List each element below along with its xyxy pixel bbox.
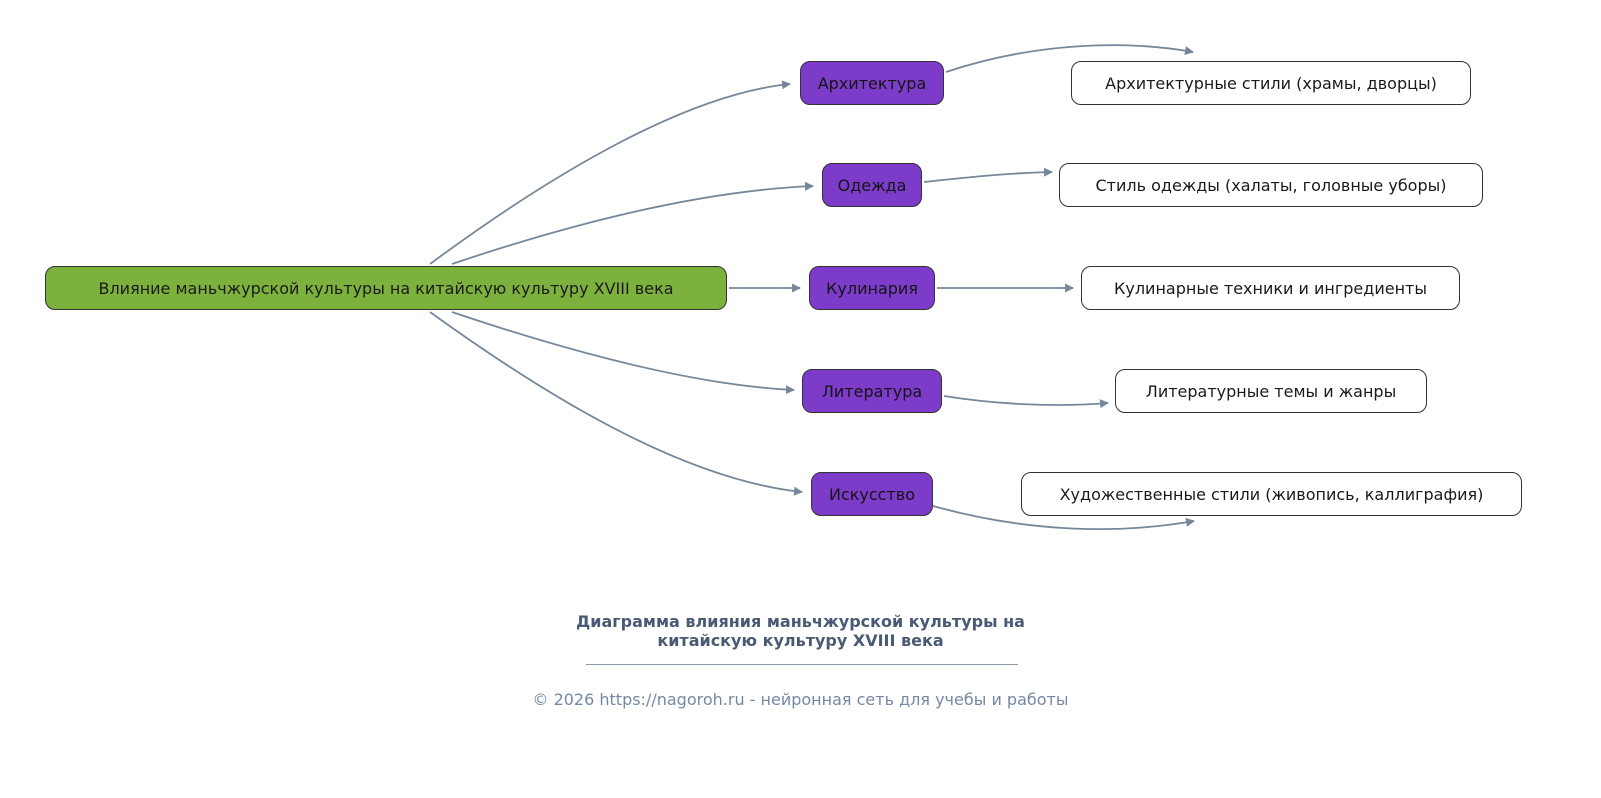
branch-node-label: Искусство	[828, 484, 916, 504]
branch-node-label: Кулинария	[826, 278, 918, 298]
edge-root-literature	[451, 311, 795, 395]
branch-node-architecture: Архитектура	[800, 61, 944, 105]
diagram-caption-title: Диаграмма влияния маньчжурской культуры …	[0, 612, 1601, 650]
detail-node-label: Литературные темы и жанры	[1145, 381, 1397, 401]
detail-node-architecture: Архитектурные стили (храмы, дворцы)	[1071, 61, 1471, 105]
branch-node-label: Литература	[821, 381, 923, 401]
root-node-label: Влияние маньчжурской культуры на китайск…	[98, 278, 674, 298]
detail-node-label: Архитектурные стили (храмы, дворцы)	[1105, 73, 1437, 93]
edge-root-architecture	[429, 80, 791, 265]
edge-root-art	[429, 311, 803, 496]
diagram-footer: © 2026 https://nagoroh.ru - нейронная се…	[0, 690, 1601, 709]
branch-node-label: Архитектура	[817, 73, 927, 93]
detail-node-clothing: Стиль одежды (халаты, головные уборы)	[1059, 163, 1483, 207]
detail-node-cuisine: Кулинарные техники и ингредиенты	[1081, 266, 1460, 310]
branch-node-clothing: Одежда	[822, 163, 922, 207]
detail-node-literature: Литературные темы и жанры	[1115, 369, 1427, 413]
edge-root-clothing	[451, 181, 814, 265]
branch-node-literature: Литература	[802, 369, 942, 413]
caption-title-line1: Диаграмма влияния маньчжурской культуры …	[576, 612, 1025, 631]
detail-node-art: Художественные стили (живопись, каллигра…	[1021, 472, 1522, 516]
caption-divider	[586, 664, 1018, 665]
detail-node-label: Кулинарные техники и ингредиенты	[1113, 278, 1427, 298]
detail-node-label: Художественные стили (живопись, каллигра…	[1059, 484, 1484, 504]
branch-node-art: Искусство	[811, 472, 933, 516]
branch-node-cuisine: Кулинария	[809, 266, 935, 310]
detail-node-label: Стиль одежды (халаты, головные уборы)	[1095, 175, 1447, 195]
branch-node-label: Одежда	[837, 175, 907, 195]
root-node: Влияние маньчжурской культуры на китайск…	[45, 266, 727, 310]
edge-literature-detail	[943, 395, 1109, 409]
caption-title-line2: китайскую культуру XVIII века	[657, 631, 944, 650]
footer-text: © 2026 https://nagoroh.ru - нейронная се…	[532, 690, 1069, 709]
edge-clothing-detail	[923, 167, 1053, 183]
